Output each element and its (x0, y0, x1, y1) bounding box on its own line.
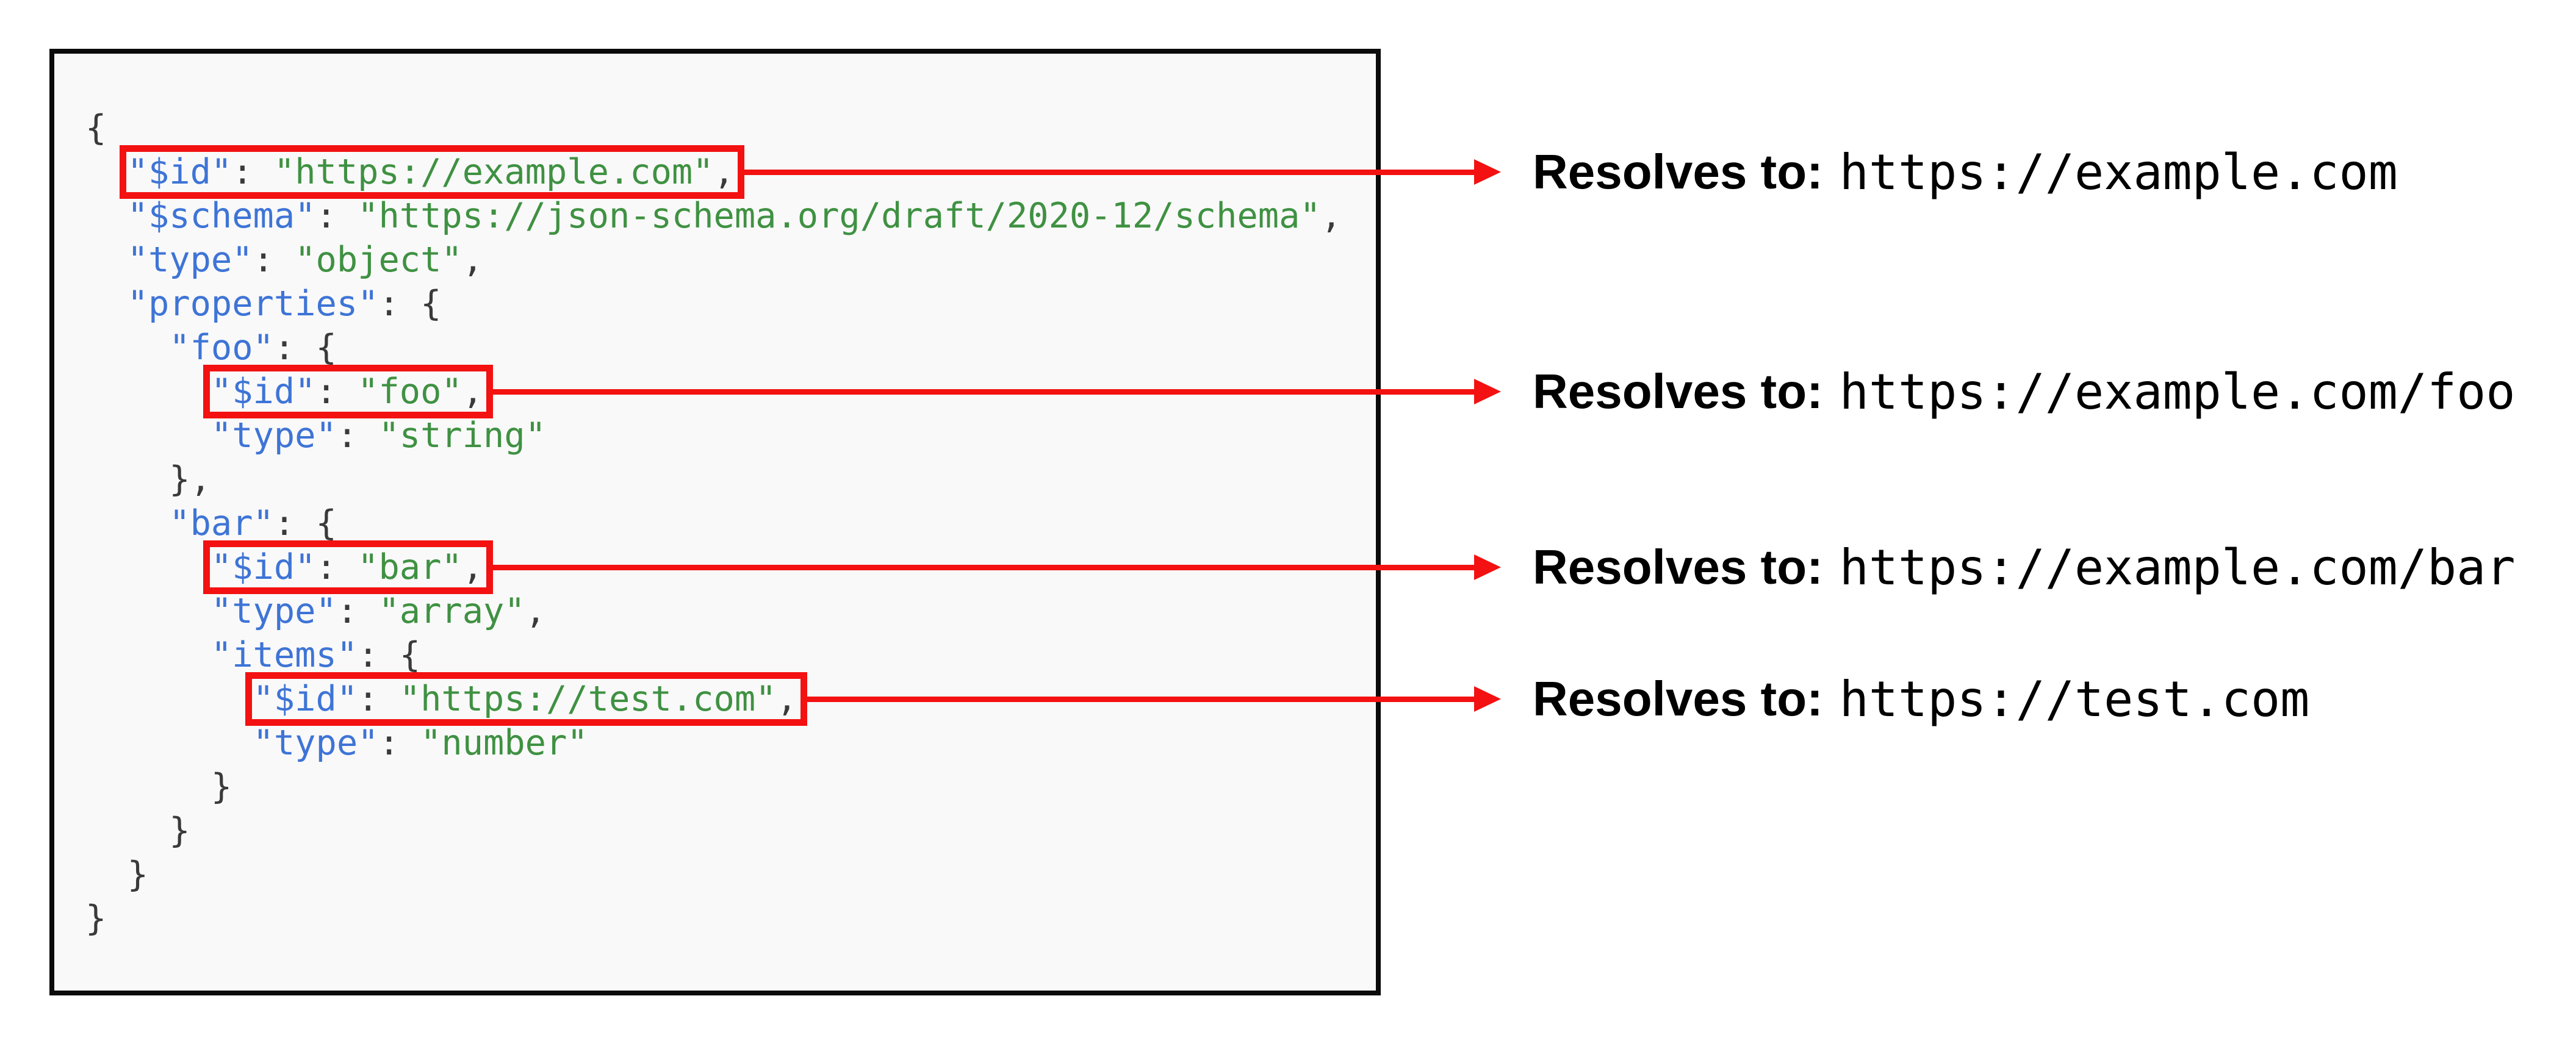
arrow-shaft (744, 170, 1475, 175)
annotation-row: Resolves to: https://example.com (1533, 143, 2398, 201)
annotation-row: Resolves to: https://example.com/foo (1533, 363, 2516, 420)
resolves-to-label: Resolves to: (1533, 540, 1823, 594)
arrow-shaft (493, 565, 1475, 570)
json-schema-code: { "$id": "https://example.com", "$schema… (85, 108, 1342, 939)
arrow-shaft (493, 389, 1475, 395)
resolves-to-label: Resolves to: (1533, 672, 1823, 726)
arrow-head (1474, 554, 1501, 580)
highlight-box-id-bar (203, 540, 493, 594)
resolved-url: https://example.com (1839, 143, 2398, 201)
resolved-url: https://example.com/bar (1839, 539, 2516, 596)
annotation-row: Resolves to: https://test.com (1533, 670, 2310, 728)
resolves-to-label: Resolves to: (1533, 364, 1823, 418)
arrow-head (1474, 686, 1501, 712)
code-panel (49, 49, 1381, 995)
resolved-url: https://example.com/foo (1839, 363, 2516, 420)
highlight-box-id-items (245, 672, 807, 726)
annotation-row: Resolves to: https://example.com/bar (1533, 539, 2516, 596)
resolves-to-label: Resolves to: (1533, 145, 1823, 199)
arrow-head (1474, 379, 1501, 404)
highlight-box-id-foo (203, 365, 493, 418)
arrow-head (1474, 159, 1501, 185)
resolved-url: https://test.com (1839, 670, 2310, 728)
highlight-box-id-root (119, 145, 744, 199)
arrow-shaft (807, 697, 1475, 702)
